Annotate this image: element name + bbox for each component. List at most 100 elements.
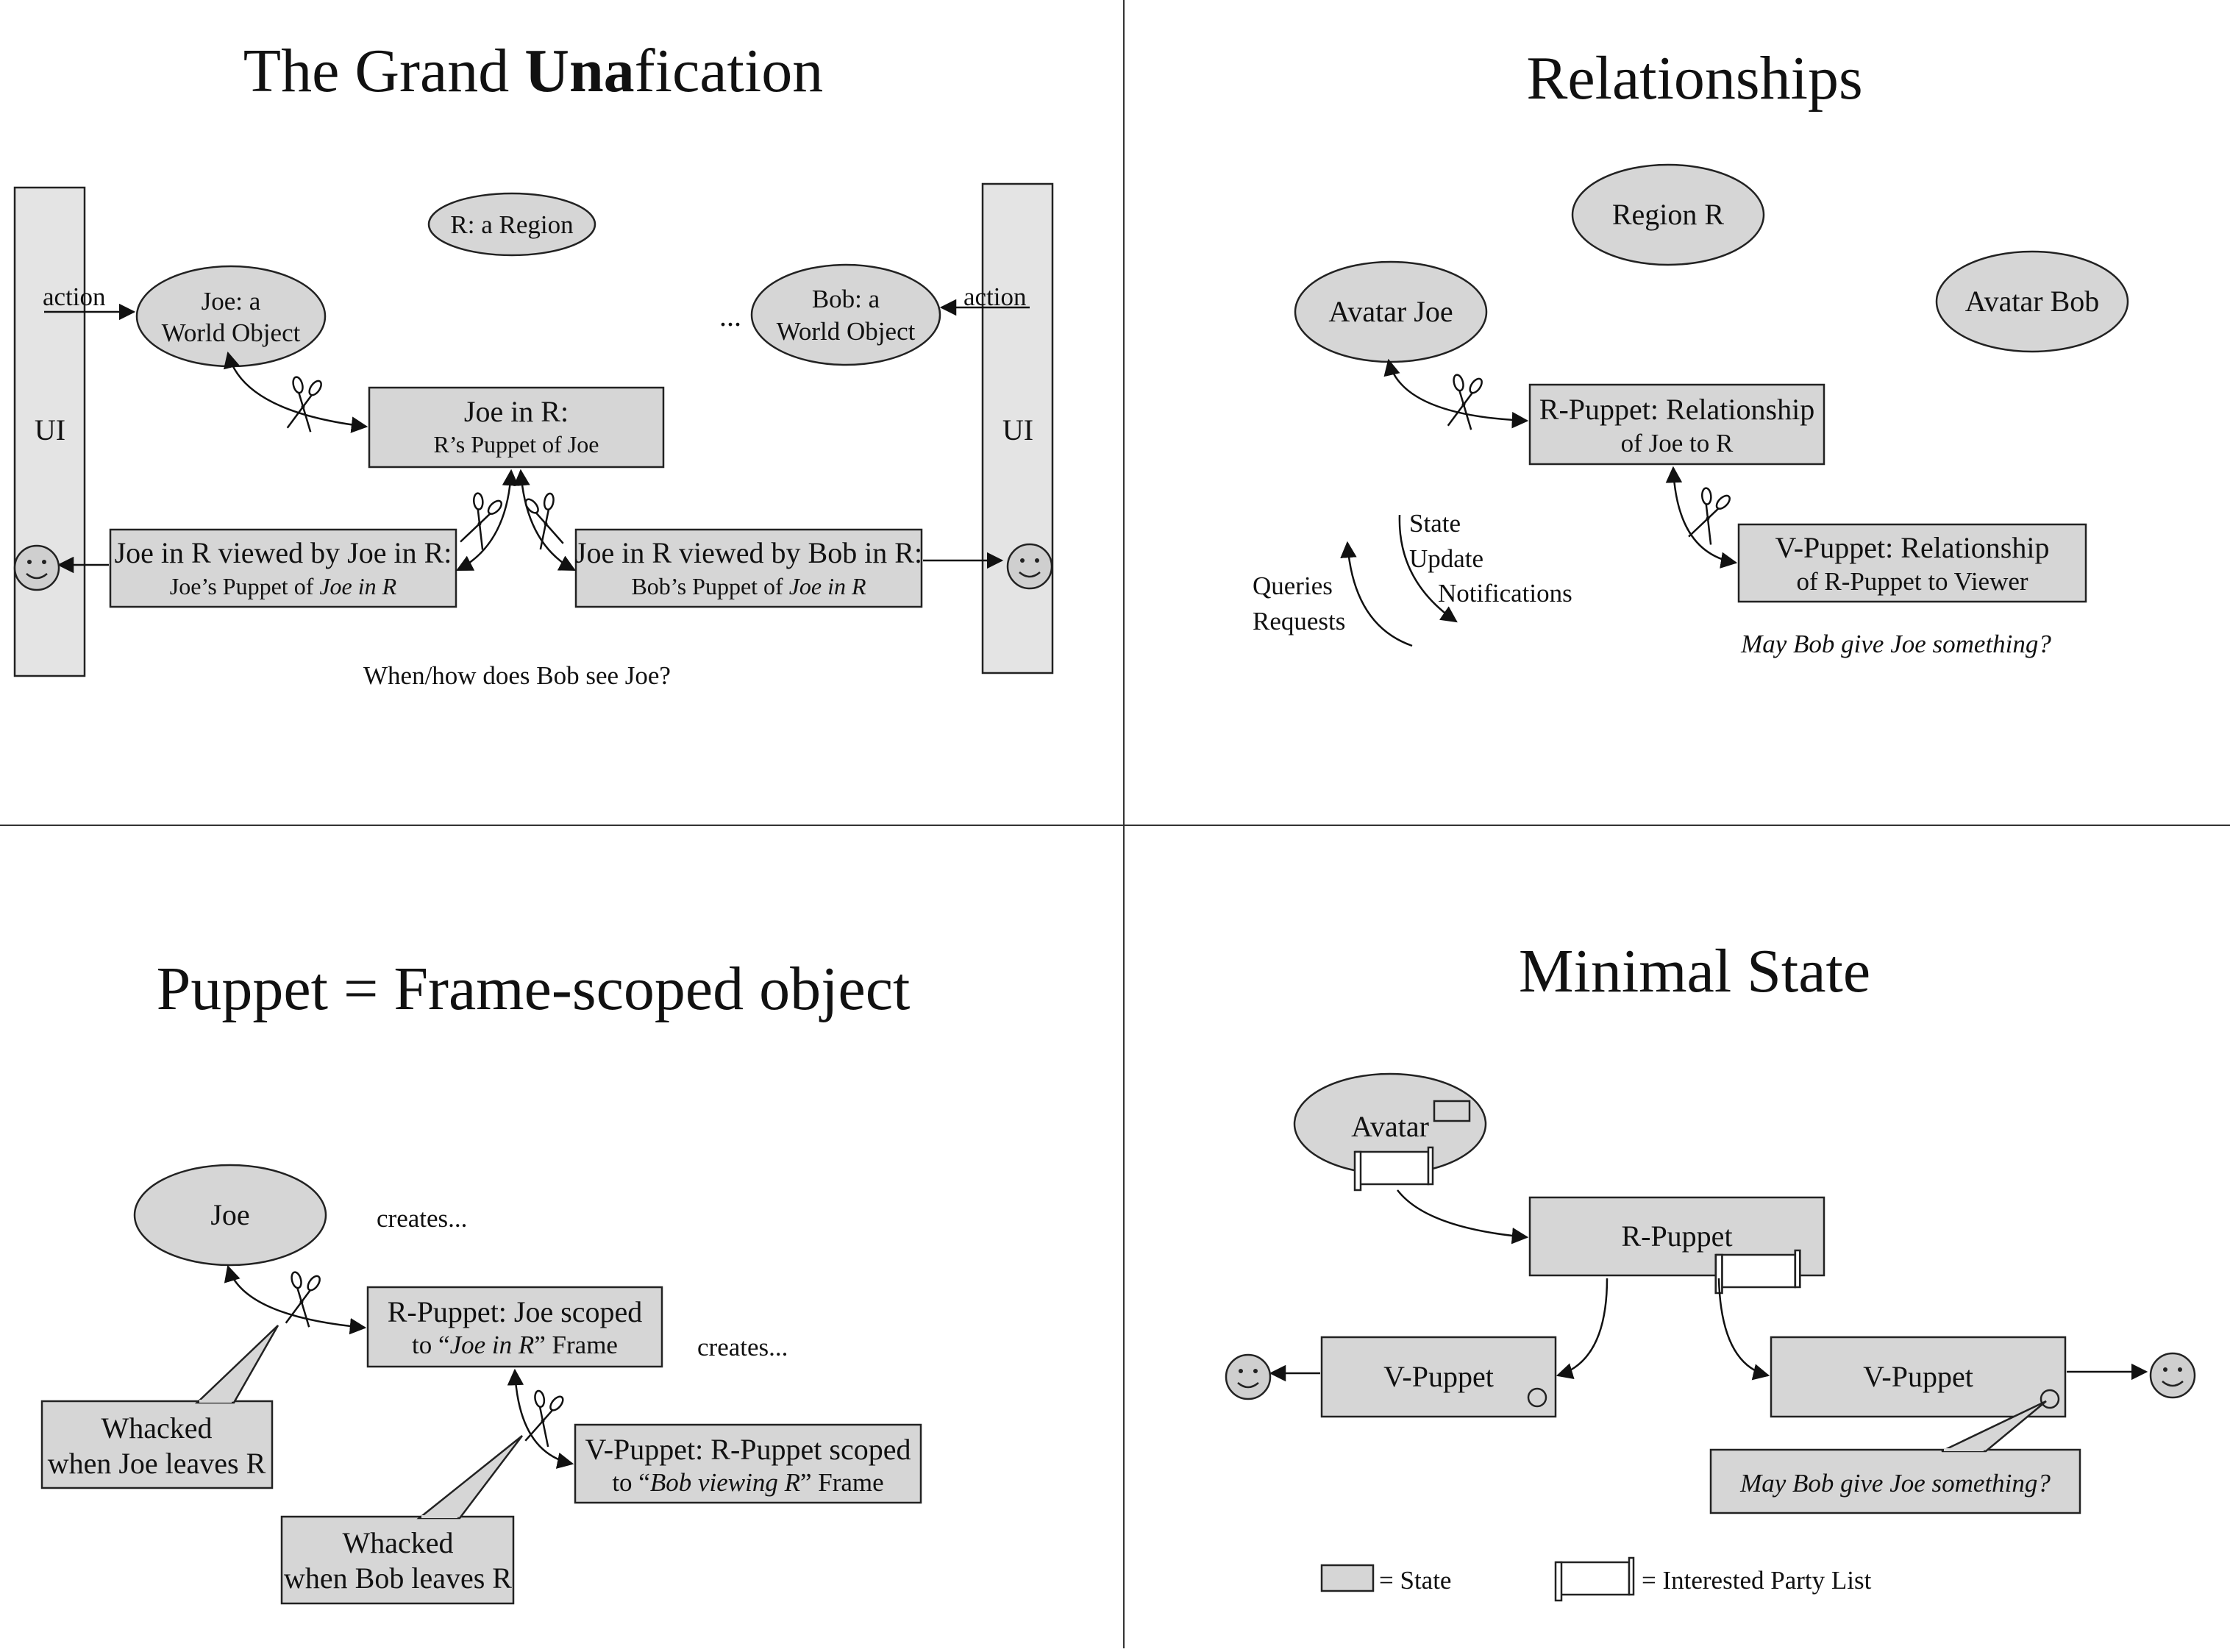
avatar-to-r-puppet-arrow [1397,1189,1529,1245]
smiley-left-icon [13,544,60,591]
bob-view-line1: Joe in R viewed by Bob in R: [575,536,922,569]
v-puppet-box [1737,523,2087,603]
r-puppet-to-v-puppet-left-arrow [1556,1278,1609,1379]
notifications-label: Notifications [1438,579,1572,608]
state-label: State [1409,509,1461,538]
v-puppet-right-label: V-Puppet [1863,1360,1973,1393]
notifications-arrow [1398,514,1458,623]
panel-grand-unafication: The Grand Unafication UI UI R: a Region … [13,37,1054,690]
v-puppet-left-label: V-Puppet [1383,1360,1494,1393]
panel1-title: The Grand Unafication [243,37,823,105]
legend-state-label: = State [1379,1566,1451,1595]
joe-in-r-line1: Joe in R: [464,395,569,428]
joe-in-r-to-joe-view-link [456,469,519,572]
r-puppet-to-v-puppet-link [1665,466,1738,569]
ui-bar-right [981,182,1054,674]
creates-label-1: creates... [377,1204,467,1233]
requests-arrow [1340,541,1413,647]
r-puppet-scoped-line2: to “Joe in R” Frame [412,1331,618,1359]
update-label: Update [1409,544,1483,573]
r-puppet-scoped-line1: R-Puppet: Joe scoped [388,1295,643,1328]
v-puppet-line2: of R-Puppet to Viewer [1796,567,2028,596]
creates-label-2: creates... [697,1333,788,1361]
smiley-left-icon [1225,1353,1272,1400]
region-label: R: a Region [450,210,573,239]
panel4-question: May Bob give Joe something? [1739,1469,2051,1498]
r-puppet-to-v-puppet-right-arrow [1717,1278,1770,1381]
whacked-bob-line1: Whacked [342,1526,453,1559]
panel2-question: May Bob give Joe something? [1740,630,2051,658]
avatar-joe-label: Avatar Joe [1328,295,1453,328]
action-left-label: action [43,282,106,311]
v-puppet-scoped-box [574,1423,922,1504]
r-puppet-line2: of Joe to R [1621,429,1734,457]
region-ellipse [427,192,596,257]
v-puppet-right-box [1770,1336,2067,1418]
joe-world-object-line2: World Object [162,318,301,347]
joe-to-r-puppet-link [224,1264,367,1335]
joe-view-line2: Joe’s Puppet of Joe in R [170,573,397,599]
joe-world-object-ellipse [135,265,327,368]
bob-view-box [574,528,923,608]
whacked-joe-callout-pointer [194,1325,279,1404]
legend-state-swatch [1320,1564,1375,1592]
avatar-interested-party-list [1353,1146,1434,1192]
r-puppet-label: R-Puppet [1621,1220,1732,1253]
whacked-joe-line1: Whacked [101,1411,212,1445]
avatar-bob-label: Avatar Bob [1965,285,2100,318]
joe-in-r-line2: R’s Puppet of Joe [434,431,599,457]
joe-view-line1: Joe in R viewed by Joe in R: [115,536,452,569]
region-r-ellipse [1571,163,1765,266]
v-puppet-line1: V-Puppet: Relationship [1775,531,2050,564]
r-puppet-box [1528,383,1825,466]
whacked-bob-line2: when Bob leaves R [284,1562,512,1595]
bob-view-line2: Bob’s Puppet of Joe in R [631,573,866,599]
scissors-icon [1442,371,1486,432]
joe-to-joe-in-r-link [224,351,368,433]
smiley-right-icon [2149,1352,2196,1399]
joe-view-box [109,528,457,608]
avatar-label: Avatar [1351,1110,1429,1143]
joe-world-object-line1: Joe: a [202,287,261,316]
panel-minimal-state: Minimal State Avatar R-Puppet V-Puppet V… [1225,937,2196,1602]
scissors-icon [520,1386,568,1449]
joe-label: Joe [210,1198,249,1231]
panel2-title: Relationships [1526,44,1862,113]
bob-world-object-line1: Bob: a [812,285,880,313]
smiley-right-icon [1006,543,1053,590]
v-puppet-left-box [1320,1336,1557,1418]
scissors-icon [282,374,326,434]
scissors-icon [455,489,506,552]
v-puppet-scoped-line2: to “Bob viewing R” Frame [612,1468,883,1497]
joe-in-r-box [368,386,665,469]
requests-label: Requests [1253,607,1345,635]
whacked-bob-callout-pointer [416,1435,523,1520]
region-r-label: Region R [1612,198,1725,231]
ellipsis-label: ... [719,299,741,332]
panel3-title: Puppet = Frame-scoped object [157,955,911,1023]
bob-world-object-ellipse [750,263,941,366]
v-puppet-scoped-line1: V-Puppet: R-Puppet scoped [585,1433,911,1466]
legend-ipl-label: = Interested Party List [1642,1566,1872,1595]
v-puppet-right-state-dot [2040,1389,2060,1409]
v-puppet-left-state-dot [1527,1387,1547,1408]
panel4-title: Minimal State [1519,937,1870,1005]
avatar-state-block [1433,1100,1471,1122]
action-right-label: action [963,282,1027,311]
panel1-question: When/how does Bob see Joe? [363,661,671,690]
queries-label: Queries [1253,572,1333,600]
r-puppet-interested-party-list [1714,1249,1801,1295]
r-puppet-line1: R-Puppet: Relationship [1539,393,1814,426]
scissors-icon [521,489,569,552]
bob-world-object-line2: World Object [777,317,916,346]
panel-puppet-frame-scoped: Puppet = Frame-scoped object Joe creates… [40,955,922,1605]
whacked-joe-callout [40,1400,274,1489]
ui-label-left: UI [35,413,65,446]
legend-interested-party-list-swatch [1554,1556,1635,1602]
r-puppet-to-v-puppet-link [507,1368,574,1469]
ui-label-right: UI [1002,413,1033,446]
avatar-joe-to-r-puppet-link [1383,358,1529,429]
panel-relationships: Relationships Region R Avatar Joe Avatar… [1253,44,2129,658]
